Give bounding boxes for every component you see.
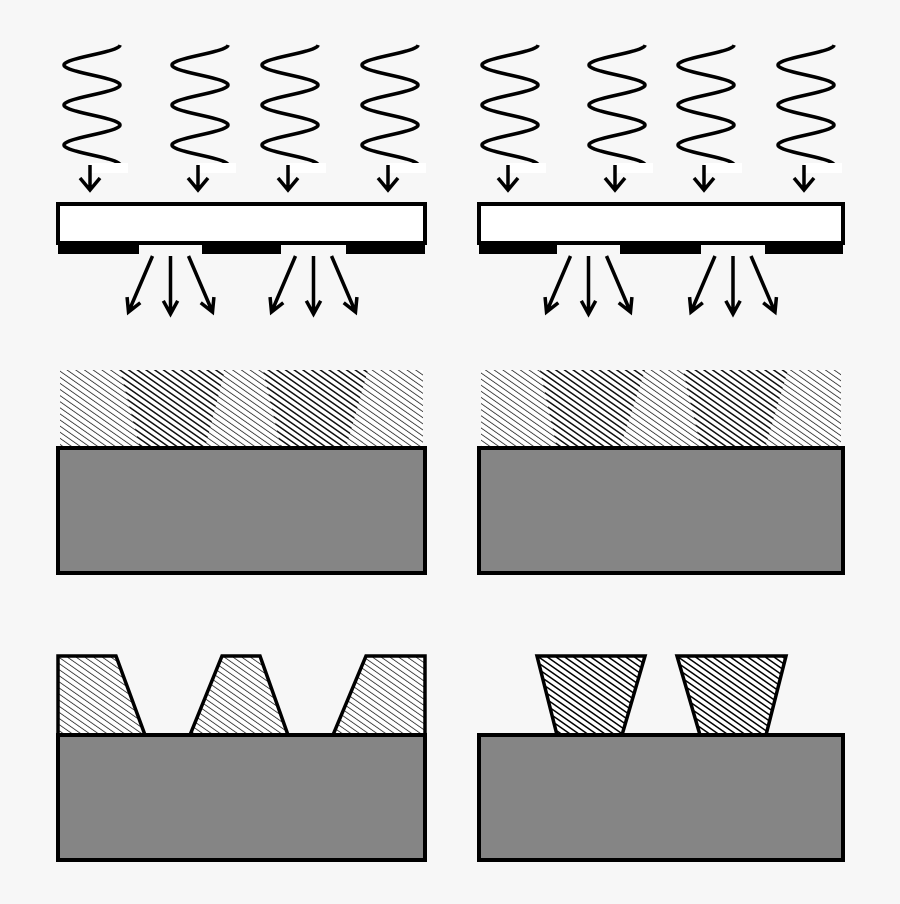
mask-chrome — [620, 242, 701, 254]
light-wave-icon — [62, 44, 122, 166]
transmitted-light-arrow-icon — [161, 256, 180, 318]
transmitted-light-arrow-icon — [604, 255, 634, 316]
arrow-down-icon — [792, 165, 816, 193]
arrow-down-icon — [376, 165, 400, 193]
arrow-down-icon — [78, 165, 102, 193]
substrate — [477, 446, 845, 575]
substrate — [477, 733, 845, 862]
wave-label-gap — [198, 163, 236, 173]
wave-label-gap — [288, 163, 326, 173]
mask-chrome — [346, 242, 425, 254]
wave-label-gap — [615, 163, 653, 173]
mask-chrome — [765, 242, 843, 254]
photoresist-layer — [481, 370, 841, 448]
arrow-down-icon — [692, 165, 716, 193]
light-wave-icon — [776, 44, 836, 166]
exposed-resist-region — [120, 370, 225, 448]
mask-plate — [477, 202, 845, 245]
remaining-resist — [56, 654, 148, 737]
light-wave-icon — [360, 44, 420, 166]
mask-chrome — [479, 242, 557, 254]
light-wave-icon — [480, 44, 540, 166]
transmitted-light-arrow-icon — [687, 255, 717, 316]
wave-label-gap — [804, 163, 842, 173]
light-wave-icon — [170, 44, 230, 166]
photoresist-layer — [60, 370, 423, 448]
light-wave-icon — [676, 44, 736, 166]
light-wave-icon — [260, 44, 320, 166]
arrow-down-icon — [603, 165, 627, 193]
transmitted-light-arrow-icon — [329, 255, 359, 316]
exposed-resist-region — [683, 370, 788, 448]
wave-label-gap — [508, 163, 546, 173]
remaining-resist — [534, 654, 648, 737]
transmitted-light-arrow-icon — [186, 255, 216, 316]
transmitted-light-arrow-icon — [268, 255, 298, 316]
remaining-resist — [674, 654, 789, 737]
wave-label-gap — [388, 163, 426, 173]
transmitted-light-arrow-icon — [724, 256, 742, 318]
mask-plate — [56, 202, 427, 245]
transmitted-light-arrow-icon — [125, 255, 155, 316]
transmitted-light-arrow-icon — [304, 256, 323, 318]
exposed-resist-region — [540, 370, 645, 448]
mask-chrome — [58, 242, 139, 254]
transmitted-light-arrow-icon — [543, 255, 573, 316]
mask-chrome — [202, 242, 281, 254]
arrow-down-icon — [186, 165, 210, 193]
arrow-down-icon — [276, 165, 300, 193]
substrate — [56, 446, 427, 575]
arrow-down-icon — [496, 165, 520, 193]
wave-label-gap — [90, 163, 128, 173]
transmitted-light-arrow-icon — [749, 255, 779, 316]
light-wave-icon — [587, 44, 647, 166]
exposed-resist-region — [263, 370, 368, 448]
wave-label-gap — [704, 163, 742, 173]
substrate — [56, 733, 427, 862]
transmitted-light-arrow-icon — [579, 256, 598, 318]
remaining-resist — [187, 654, 291, 737]
remaining-resist — [330, 654, 427, 737]
